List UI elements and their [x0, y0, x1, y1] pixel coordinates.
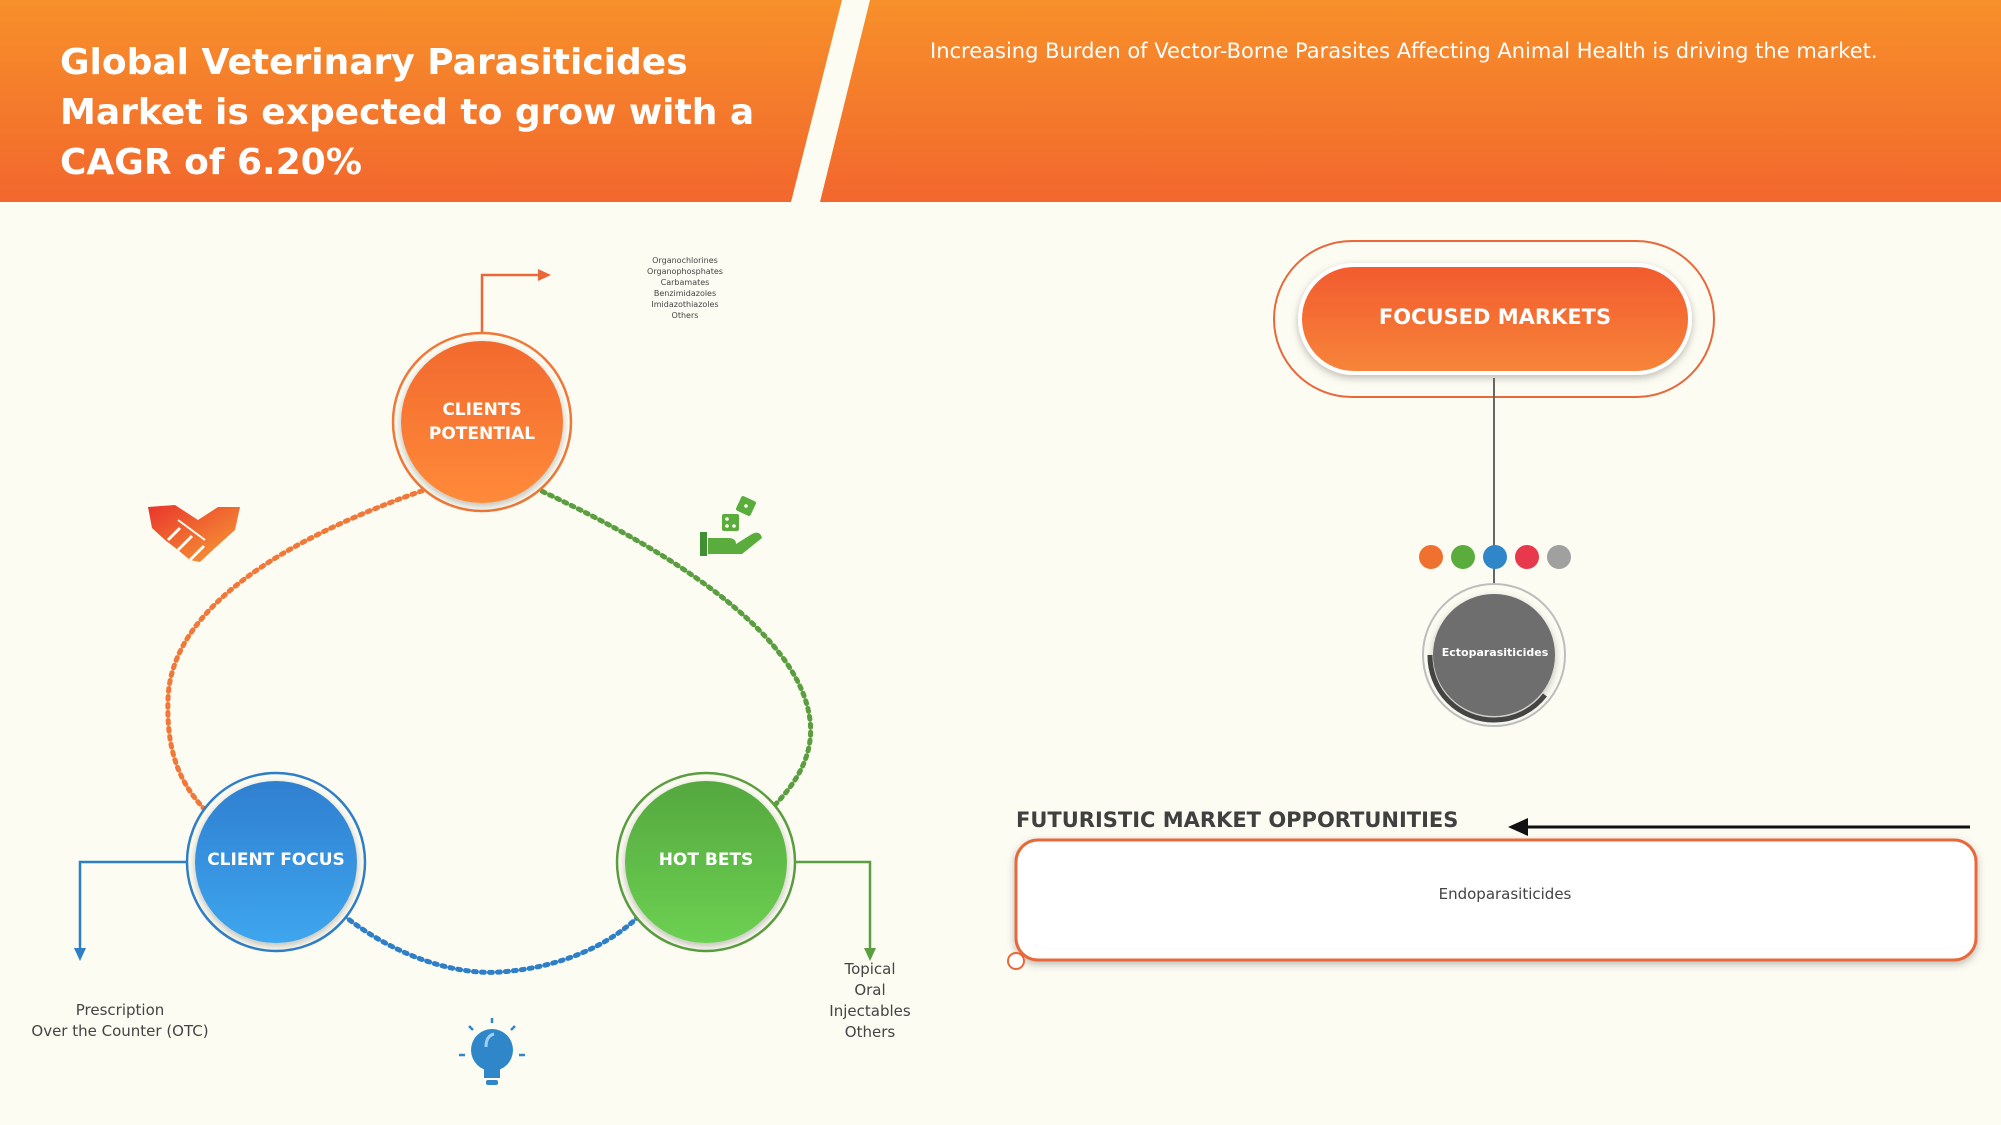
client-focus-callout-arrowhead	[74, 948, 86, 961]
list-item: Organophosphates	[647, 267, 723, 276]
client-focus-node	[185, 771, 367, 953]
color-dot	[1547, 545, 1571, 569]
header-band-right	[820, 0, 2001, 202]
lightbulb-icon	[459, 1018, 525, 1085]
client-focus-items: Prescription Over the Counter (OTC)	[20, 1000, 220, 1042]
client-focus-callout-line	[78, 860, 190, 950]
list-item: Others	[844, 1023, 896, 1041]
list-item: Injectables	[829, 1002, 911, 1020]
list-item: Prescription	[75, 1001, 165, 1019]
color-dot	[1451, 545, 1475, 569]
connector-orange-dotted	[165, 485, 433, 818]
color-dot	[1419, 545, 1443, 569]
clients-potential-callout-arrowhead	[538, 269, 551, 281]
list-item: Oral	[854, 981, 886, 999]
focused-markets-pill	[1273, 240, 1715, 398]
list-item: Imidazothiazoles	[651, 300, 719, 309]
page-title: Global Veterinary Parasiticides Market i…	[60, 42, 755, 183]
clients-potential-callout-line	[480, 273, 540, 333]
hot-bets-callout-arrowhead	[864, 948, 876, 961]
color-dots	[1419, 545, 1571, 569]
dice-in-hand-icon	[700, 496, 762, 556]
clients-potential-label: CLIENTS POTENTIAL	[402, 398, 562, 446]
hot-bets-node	[615, 771, 797, 953]
list-item: Benzimidazoles	[653, 289, 717, 298]
opportunities-arrowhead	[1508, 818, 1528, 836]
color-dot	[1483, 545, 1507, 569]
ectoparasiticides-label: Ectoparasiticides	[1441, 646, 1549, 659]
color-dot	[1515, 545, 1539, 569]
hot-bets-callout-line	[790, 860, 872, 950]
clients-potential-label-line1: CLIENTS	[442, 400, 522, 420]
list-item: Organochlorines	[652, 256, 718, 265]
clients-potential-items: Organochlorines Organophosphates Carbama…	[620, 255, 750, 321]
opportunities-title: FUTURISTIC MARKET OPPORTUNITIES	[1016, 808, 1459, 832]
list-item: Others	[671, 311, 699, 320]
focused-markets-label: FOCUSED MARKETS	[1378, 305, 1612, 329]
opportunities-box	[1014, 838, 1978, 962]
handshake-icon	[148, 505, 240, 562]
list-item: Topical	[844, 960, 896, 978]
header-band-left	[0, 0, 842, 202]
opportunities-box-marker	[1007, 952, 1025, 970]
clients-potential-label-line2: POTENTIAL	[428, 424, 536, 444]
list-item: Over the Counter (OTC)	[31, 1022, 209, 1040]
opportunities-body: Endoparasiticides	[1438, 885, 1572, 903]
client-focus-label: CLIENT FOCUS	[207, 850, 345, 870]
list-item: Carbamates	[660, 278, 710, 287]
page-subtitle: Increasing Burden of Vector-Borne Parasi…	[930, 39, 1878, 63]
connector-blue-dotted	[340, 912, 643, 975]
clients-potential-node	[391, 331, 573, 513]
ectoparasiticides-node	[1422, 583, 1566, 727]
hot-bets-items: Topical Oral Injectables Others	[800, 959, 940, 1043]
hot-bets-label: HOT BETS	[658, 850, 754, 870]
connector-green-dotted	[532, 485, 814, 813]
